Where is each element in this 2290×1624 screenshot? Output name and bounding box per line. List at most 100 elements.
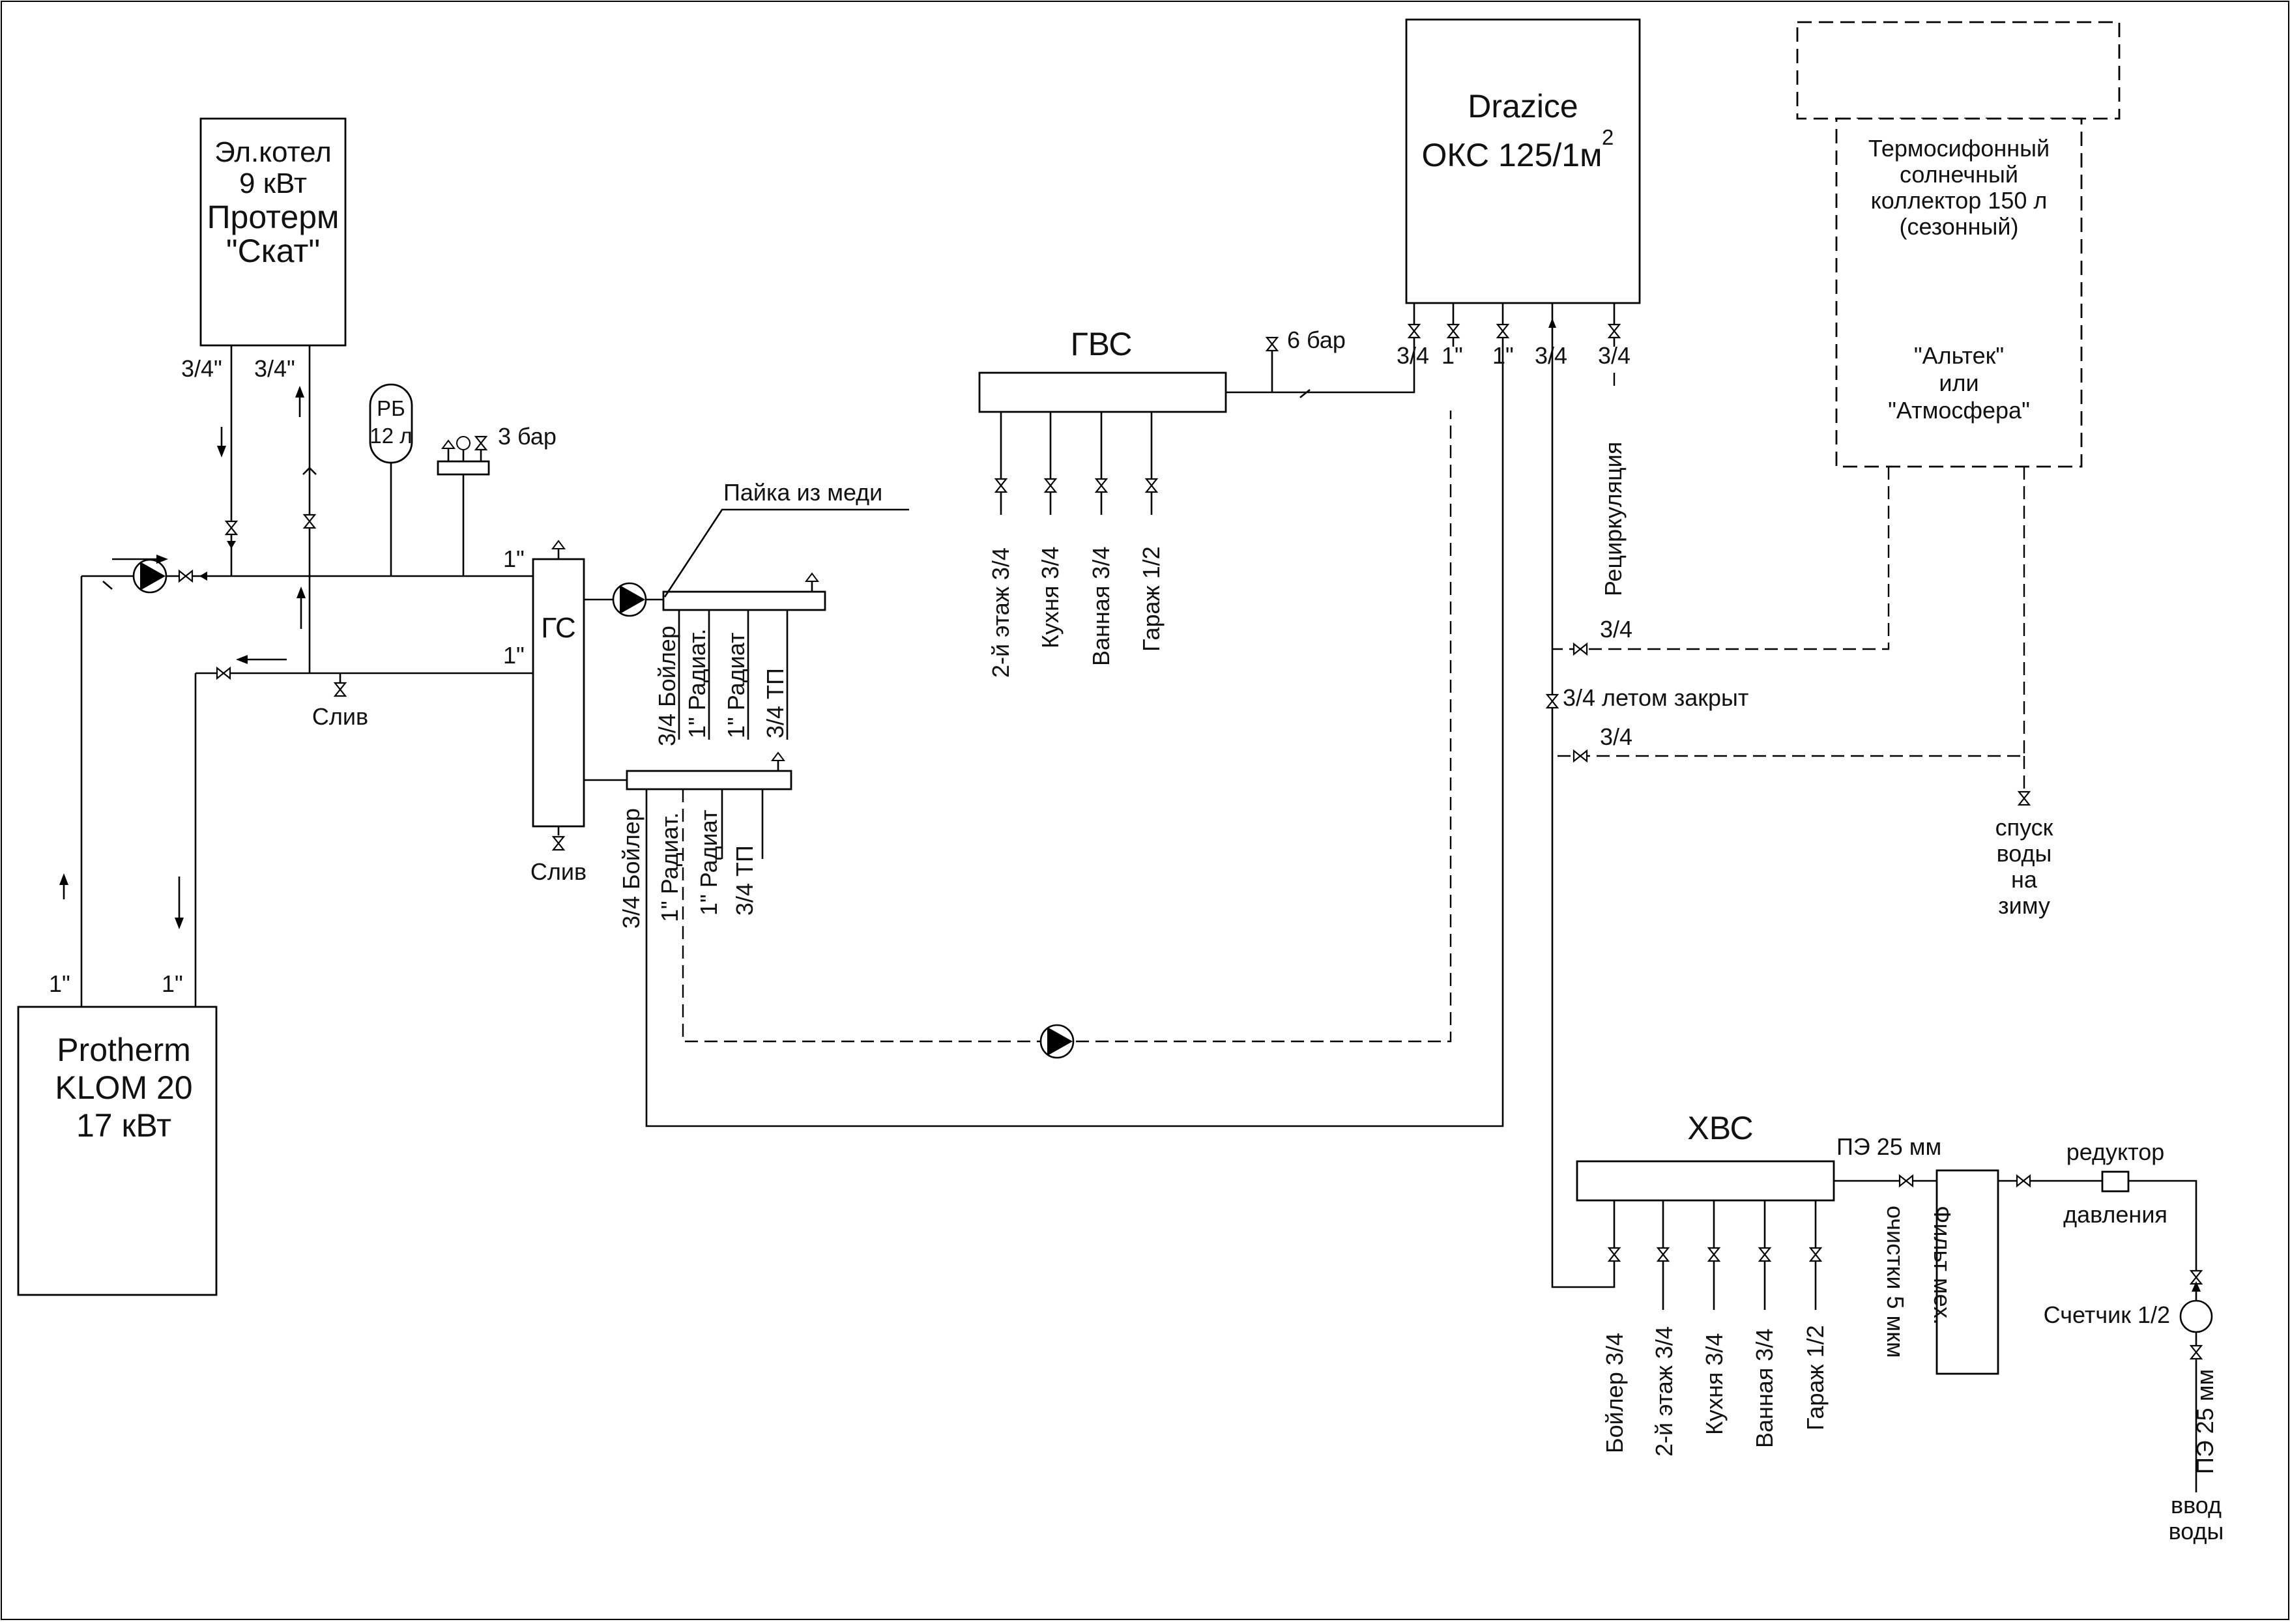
valve-icon[interactable] — [2016, 1174, 2031, 1187]
valve-icon[interactable] — [216, 667, 231, 680]
winter-drain-line2: воды — [1997, 840, 2052, 867]
summer-closed-valve-icon[interactable] — [1546, 693, 1559, 709]
valve-icon[interactable] — [303, 514, 316, 529]
valve-icon[interactable] — [1496, 323, 1509, 339]
tee-marker-icon — [102, 581, 113, 590]
valve-icon[interactable] — [178, 570, 194, 583]
air-vent-icon — [552, 540, 565, 549]
hydro-separator-top-size: 1" — [503, 545, 525, 572]
flow-arrowhead-icon — [175, 918, 184, 929]
valve-icon[interactable] — [1145, 478, 1158, 493]
gvs-supply-pipe — [1226, 347, 1415, 394]
inlet-line2: воды — [2169, 1518, 2224, 1544]
water-heater-superscript: 2 — [1602, 125, 1614, 149]
valve-icon[interactable] — [1608, 323, 1621, 339]
expansion-tank-volume: 12 л — [370, 424, 412, 448]
boiler-circuit-supply-pipe — [645, 347, 1504, 1127]
manifold-supply — [662, 590, 826, 611]
flow-arrowhead-icon — [59, 873, 68, 885]
filter-line1: Фильт мех. — [1929, 1206, 1956, 1325]
valve-icon[interactable] — [1758, 1247, 1771, 1262]
solar-upper-size: 3/4 — [1600, 616, 1632, 643]
electric-boiler-line1: Эл.котел — [214, 136, 332, 168]
water-heater-conn-3: 1" — [1492, 342, 1514, 369]
gvs-title: ГВС — [1071, 326, 1133, 362]
hvs-outlet-3: Кухня 3/4 — [1701, 1333, 1728, 1435]
manifold-return — [626, 770, 792, 790]
boiler-circuit-pump-icon — [1039, 1024, 1075, 1059]
safety-group-pressure: 3 бар — [498, 423, 557, 450]
valve-icon[interactable] — [2190, 1344, 2203, 1360]
drain-valve-icon[interactable] — [552, 835, 565, 851]
check-valve-icon — [2192, 1281, 2201, 1292]
solar-line1: Термосифонный — [1868, 135, 2050, 162]
water-heater-conn-4: 3/4 — [1535, 342, 1567, 369]
manifold-supply-outlet-4: 3/4 ТП — [762, 668, 789, 738]
valve-icon[interactable] — [1044, 478, 1057, 493]
valve-icon[interactable] — [1707, 1247, 1720, 1262]
valve-icon[interactable] — [225, 520, 238, 536]
gvs-outlet-4: Гараж 1/2 — [1138, 546, 1165, 652]
safety-group — [437, 435, 490, 476]
winter-drain-line1: спуск — [1995, 814, 2053, 841]
main-boiler-line2: KLOM 20 — [55, 1069, 192, 1106]
manifold-supply-outlet-1: 3/4 Бойлер — [654, 626, 680, 746]
manifold-return-outlet-2: 1" Радиат. — [656, 813, 683, 923]
electric-boiler-line3: Протерм — [207, 199, 340, 235]
electric-boiler-line4: "Скат" — [226, 233, 320, 269]
winter-drain-line4: зиму — [1998, 892, 2050, 919]
recirculation-label: Рециркуляция — [1600, 442, 1627, 596]
valve-icon[interactable] — [1095, 478, 1108, 493]
main-boiler-line3: 17 кВт — [76, 1107, 171, 1144]
water-meter-icon — [2179, 1299, 2213, 1333]
reducer-line1: редуктор — [2066, 1138, 2165, 1165]
hvs-outlet-1: Бойлер 3/4 — [1601, 1333, 1628, 1453]
manifold-supply-outlet-pipes — [678, 610, 789, 740]
solar-collector — [1835, 117, 2083, 468]
valve-icon[interactable] — [1657, 1247, 1670, 1262]
manifold-return-outlet-4: 3/4 ТП — [731, 845, 758, 916]
hvs-outlet-4: Ванная 3/4 — [1751, 1329, 1778, 1448]
solar-brand2: или — [1939, 370, 1978, 396]
valve-icon[interactable] — [1809, 1247, 1822, 1262]
solar-tank-top — [1796, 21, 2121, 120]
inlet-pipe — [2128, 1180, 2197, 1492]
flow-arrowhead-icon — [156, 555, 168, 564]
main-boiler-line1: Protherm — [57, 1032, 191, 1068]
solar-brand3: "Атмосфера" — [1888, 397, 2030, 424]
solar-lower-size: 3/4 — [1600, 723, 1632, 750]
main-boiler-return-size: 1" — [162, 970, 183, 997]
inlet-line1: ввод — [2171, 1492, 2222, 1518]
mechanical-filter — [1935, 1169, 1999, 1375]
boiler-pump-icon — [132, 558, 167, 594]
flow-arrowhead-icon — [236, 655, 248, 664]
check-valve-icon — [199, 572, 207, 581]
electric-boiler-line2: 9 кВт — [239, 167, 307, 199]
solar-middle-label: 3/4 летом закрыт — [1563, 684, 1748, 711]
valve-icon[interactable] — [994, 478, 1007, 493]
gvs-safety-valve-icon — [1266, 336, 1279, 352]
valve-icon[interactable] — [1608, 1247, 1621, 1262]
valve-icon[interactable] — [1573, 749, 1588, 762]
air-vent-icon — [805, 573, 819, 582]
filter-line2: очистки 5 мкм — [1882, 1206, 1909, 1358]
valve-icon[interactable] — [1898, 1174, 1914, 1187]
solar-line2: солнечный — [1900, 161, 2018, 188]
drain-valve-icon[interactable] — [334, 682, 347, 697]
winter-drain-valve-icon[interactable] — [2018, 790, 2031, 806]
annotation-leader — [663, 508, 909, 598]
hvs-outlet-5: Гараж 1/2 — [1802, 1325, 1829, 1430]
gvs-outlet-2: Кухня 3/4 — [1037, 547, 1064, 648]
drain-left-label: Слив — [312, 703, 368, 730]
valve-icon[interactable] — [1573, 643, 1588, 656]
solar-line3: коллектор 150 л — [1871, 187, 2048, 214]
manifold-return-outlet-3: 1" Радиат — [695, 810, 722, 916]
water-heater: Drazice ОКС 125/1м 2 — [1405, 18, 1641, 304]
gvs-manifold — [978, 371, 1227, 413]
gvs-outlet-1: 2-й этаж 3/4 — [987, 547, 1014, 678]
valve-icon[interactable] — [1408, 323, 1421, 339]
solar-supply-pipe — [1552, 467, 1890, 650]
electric-boiler-out-left-size: 3/4" — [181, 355, 222, 382]
valve-icon[interactable] — [1447, 323, 1460, 339]
